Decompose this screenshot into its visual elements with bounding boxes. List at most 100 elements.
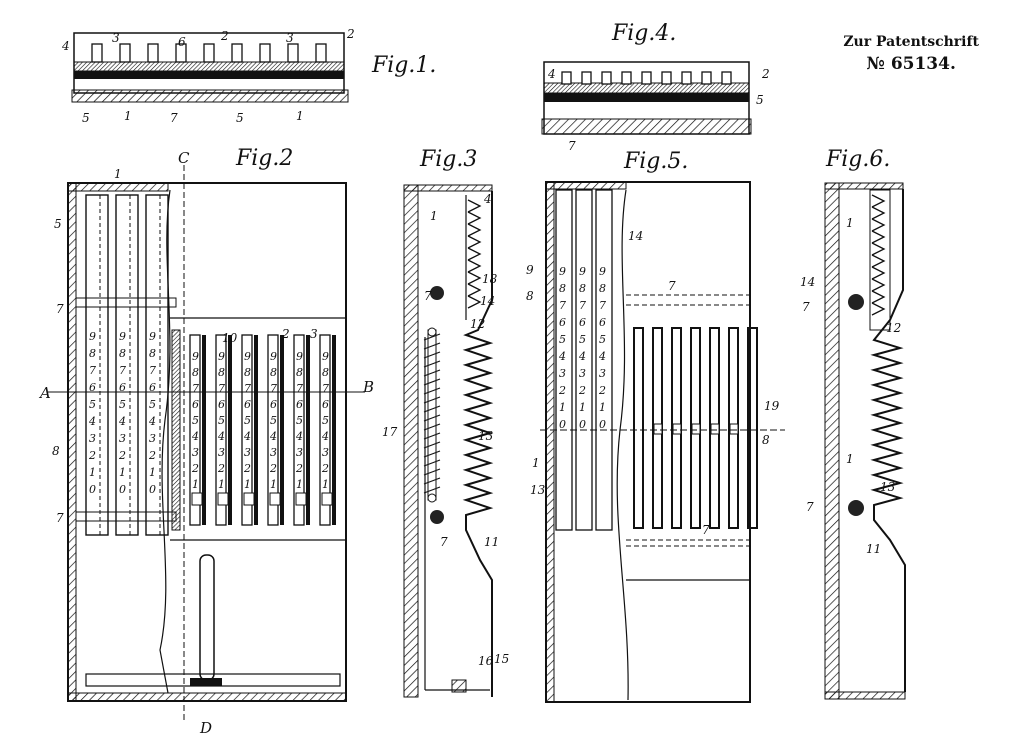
fig2-column [115, 194, 139, 536]
fig5-window [729, 423, 739, 435]
fig2-window [243, 492, 255, 506]
reference-numeral: 2 [761, 67, 770, 81]
reference-numeral: 2 [220, 29, 229, 43]
fig2-slide-digit: 4 [269, 430, 277, 443]
fig5-digit: 7 [559, 299, 566, 312]
reference-numeral: 2 [346, 27, 355, 41]
fig2-slide [189, 334, 201, 526]
fig2-slide [215, 334, 227, 526]
fig2-digit: 1 [89, 466, 96, 479]
fig5-digit: 6 [559, 316, 566, 329]
fig4-key [661, 71, 672, 85]
reference-numeral: 3 [310, 327, 318, 341]
fig3-tooth [467, 271, 482, 285]
fig1-key [119, 43, 131, 63]
fig3-spring [423, 327, 441, 503]
fig1-key [231, 43, 243, 63]
fig3-tooth [467, 259, 482, 273]
fig2-slide-digit: 9 [322, 350, 329, 363]
fig2-digit: 6 [89, 381, 96, 394]
reference-numeral: 9 [526, 263, 534, 277]
reference-numeral: 14 [800, 275, 815, 289]
fig5-window [710, 423, 720, 435]
fig6-tooth [871, 242, 886, 256]
fig2-digit: 9 [119, 330, 126, 343]
reference-numeral: 7 [806, 500, 814, 514]
fig2-digit: 4 [88, 415, 96, 428]
fig2-slide-digit: 3 [296, 446, 303, 459]
fig2-slide-digit: 2 [217, 462, 225, 475]
fig2-digit: 7 [89, 364, 96, 377]
fig1-key [147, 43, 159, 63]
fig2-slide-digit: 2 [295, 462, 303, 475]
fig5-digit: 3 [559, 367, 566, 380]
fig2-slide-digit: 1 [192, 478, 199, 491]
reference-numeral: 2 [281, 327, 290, 341]
fig2-window [269, 492, 281, 506]
fig5-digit: 8 [599, 282, 606, 295]
fig2-slide-digit: 4 [217, 430, 225, 443]
fig5-digit: 9 [599, 265, 606, 278]
fig2-slide-digit: 7 [296, 382, 303, 395]
fig5-digit: 4 [578, 350, 586, 363]
fig4-key [641, 71, 652, 85]
reference-numeral: 16 [478, 654, 494, 668]
reference-numeral: 5 [54, 217, 62, 231]
fig5-title: Fig.5. [623, 149, 688, 174]
fig1-key [259, 43, 271, 63]
fig2-window [295, 492, 307, 506]
fig5-digit: 9 [579, 265, 586, 278]
fig2-slide-digit: 6 [296, 398, 303, 411]
fig2-slide-digit: 8 [244, 366, 251, 379]
fig2-slide-digit: 7 [270, 382, 277, 395]
fig2-digit: 9 [89, 330, 96, 343]
fig6-tooth [871, 278, 886, 292]
fig2-title: Fig.2 [235, 146, 293, 171]
fig6-title: Fig.6. [825, 147, 890, 172]
reference-numeral: 7 [56, 302, 64, 316]
fig5-digit: 2 [558, 384, 566, 397]
reference-numeral: 5 [756, 93, 764, 107]
fig2-slide-digit: 1 [270, 478, 277, 491]
fig2-slide-digit: 3 [270, 446, 277, 459]
fig2-slide-digit: 9 [218, 350, 225, 363]
fig1-key [315, 43, 327, 63]
fig2-slide-digit: 4 [295, 430, 303, 443]
reference-numeral: 7 [170, 111, 178, 125]
fig1-key [91, 43, 103, 63]
fig5-column [595, 189, 613, 531]
fig4-key [721, 71, 732, 85]
fig2-digit-slides: 9876543219876543219876543219876543219876… [171, 329, 336, 531]
fig2-digit: 6 [119, 381, 126, 394]
fig2-slide-digit: 9 [244, 350, 251, 363]
patent-number: № 65134. [866, 54, 956, 74]
reference-numeral: 14 [480, 294, 495, 308]
section-mark-b: B [362, 378, 374, 396]
fig5-column [575, 189, 593, 531]
reference-numeral: 1 [532, 456, 540, 470]
reference-numeral: 15 [494, 652, 509, 666]
reference-numeral: 8 [526, 289, 534, 303]
reference-numeral: 11 [484, 535, 499, 549]
fig2-slide-digit: 2 [191, 462, 199, 475]
reference-numeral: 1 [124, 109, 132, 123]
fig2-digit: 3 [149, 432, 156, 445]
fig2-slide-digit: 8 [270, 366, 277, 379]
reference-numeral: 13 [880, 480, 896, 494]
fig2-slide-digit: 5 [218, 414, 225, 427]
fig2-slide [293, 334, 305, 526]
fig3-tooth [467, 295, 482, 309]
reference-numeral: 7 [424, 289, 432, 303]
fig2-rod-lower [75, 511, 177, 522]
fig3-title: Fig.3 [419, 147, 477, 172]
reference-numeral: 1 [114, 167, 122, 181]
fig2-digit: 5 [149, 398, 156, 411]
fig3-tooth [467, 235, 482, 249]
fig2-digit: 0 [149, 483, 156, 496]
fig2-slide-digit: 4 [243, 430, 251, 443]
fig2-digit: 7 [149, 364, 156, 377]
